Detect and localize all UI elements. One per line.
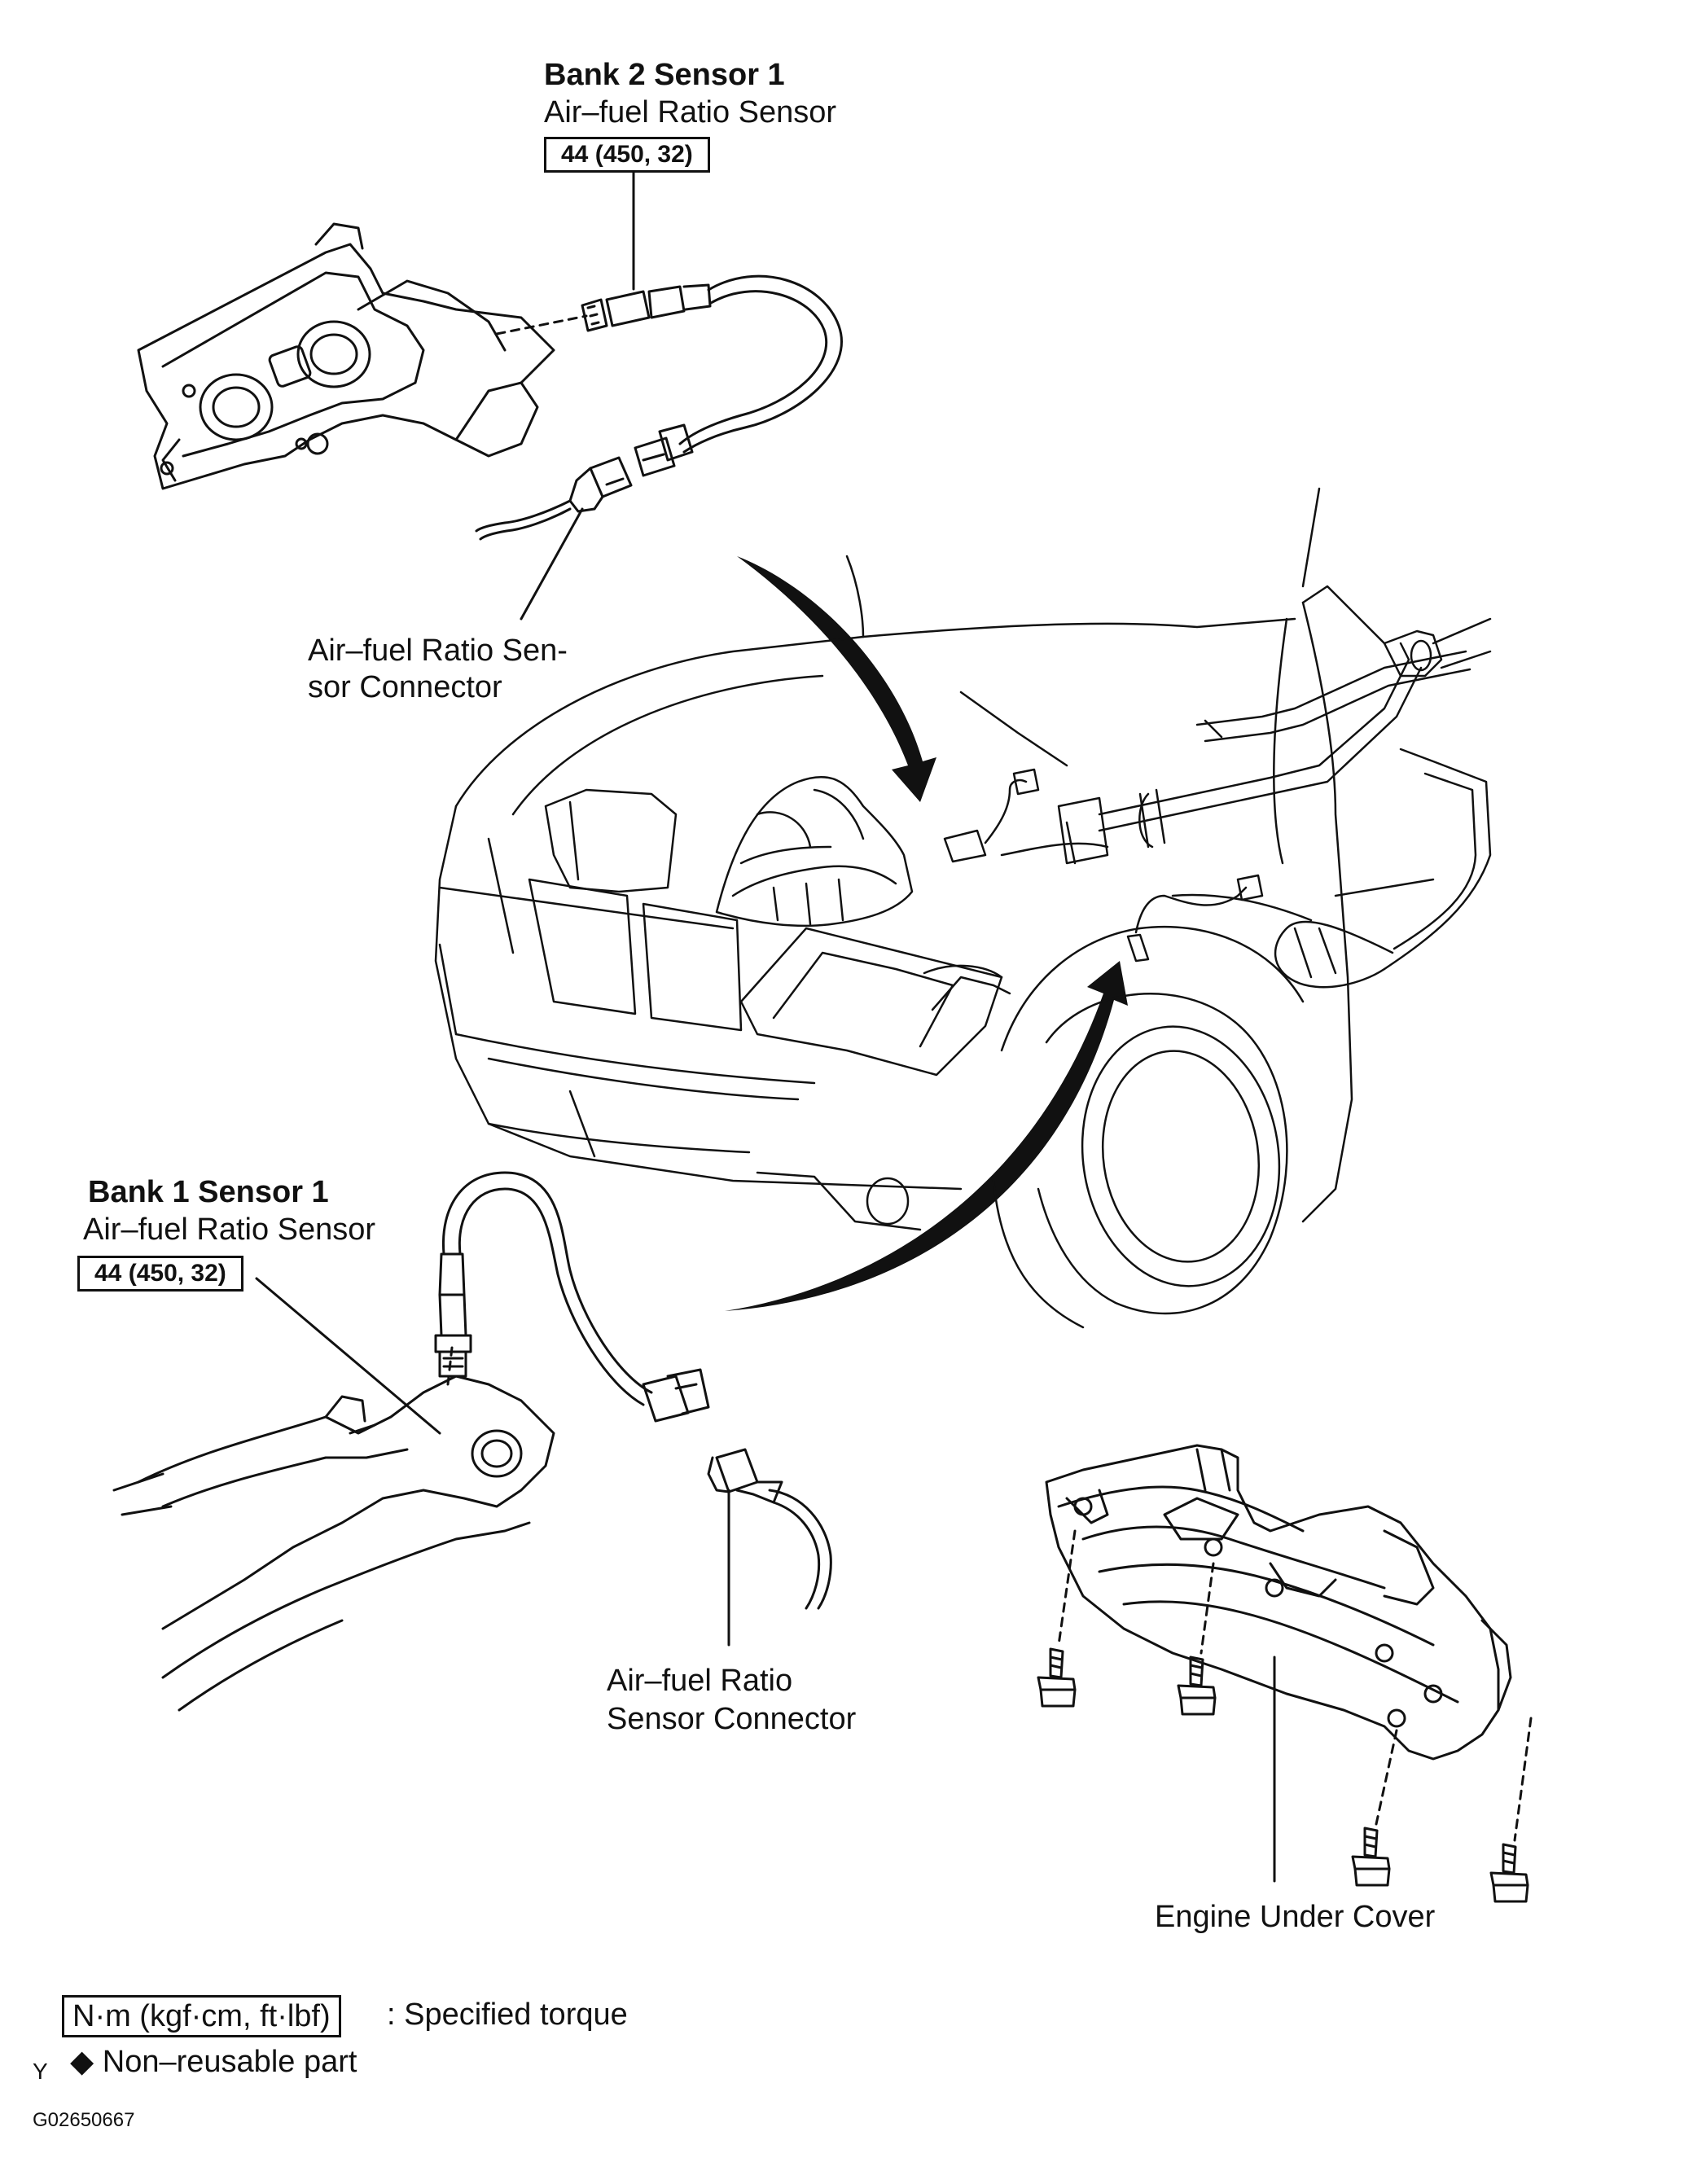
bolt-1 bbox=[1037, 1647, 1077, 1708]
bolt-2 bbox=[1177, 1656, 1217, 1716]
bolt-line-4 bbox=[1513, 1717, 1533, 1842]
bolt-line-3 bbox=[1375, 1729, 1398, 1826]
bank2-air-fuel-sensor bbox=[581, 274, 843, 477]
bank1-connector-label-line2: Sensor Connector bbox=[607, 1702, 857, 1736]
bank1-connector-label-line1: Air–fuel Ratio bbox=[607, 1664, 793, 1698]
bolt-3 bbox=[1351, 1827, 1391, 1887]
bank2-connector-label-line1: Air–fuel Ratio Sen- bbox=[308, 634, 568, 668]
bank1-torque-box: 44 (450, 32) bbox=[77, 1256, 243, 1292]
bank2-exhaust-manifold bbox=[137, 222, 555, 490]
engine-under-cover bbox=[1045, 1444, 1512, 1761]
bolt-line-1 bbox=[1057, 1529, 1077, 1647]
bank2-connector-label-line2: sor Connector bbox=[308, 670, 502, 704]
legend-torque-units: N·m (kgf·cm, ft·lbf) bbox=[62, 1995, 341, 2037]
vehicle-front bbox=[434, 487, 1492, 1329]
bank2-harness-connector bbox=[475, 456, 633, 541]
bank1-sensor-title: Bank 1 Sensor 1 bbox=[88, 1175, 329, 1209]
bank1-sensor-subtitle: Air–fuel Ratio Sensor bbox=[83, 1213, 376, 1247]
bank2-sensor-title: Bank 2 Sensor 1 bbox=[544, 58, 785, 92]
bank1-exhaust-pipe bbox=[112, 1375, 555, 1712]
upper-pointer-arrow bbox=[737, 556, 936, 802]
lower-pointer-arrow bbox=[725, 961, 1128, 1311]
bolt-line-2 bbox=[1200, 1562, 1215, 1655]
bank2-sensor-subtitle: Air–fuel Ratio Sensor bbox=[544, 95, 837, 129]
under-cover-label: Engine Under Cover bbox=[1155, 1900, 1436, 1934]
legend-torque-description: : Specified torque bbox=[387, 1998, 628, 2032]
bank1-air-fuel-sensor bbox=[434, 1171, 710, 1423]
bolt-4 bbox=[1489, 1843, 1529, 1903]
bank1-torque-leader bbox=[255, 1277, 441, 1435]
bank2-torque-box: 44 (450, 32) bbox=[544, 137, 710, 173]
legend-nonreusable-description: ◆ Non–reusable part bbox=[70, 2045, 357, 2079]
bank2-connector-leader bbox=[520, 507, 584, 621]
figure-code: G02650667 bbox=[33, 2109, 135, 2131]
bank2-install-line bbox=[495, 314, 588, 335]
legend-nonreusable-marker: Y bbox=[33, 2059, 48, 2084]
bank1-harness-connector bbox=[707, 1448, 832, 1610]
